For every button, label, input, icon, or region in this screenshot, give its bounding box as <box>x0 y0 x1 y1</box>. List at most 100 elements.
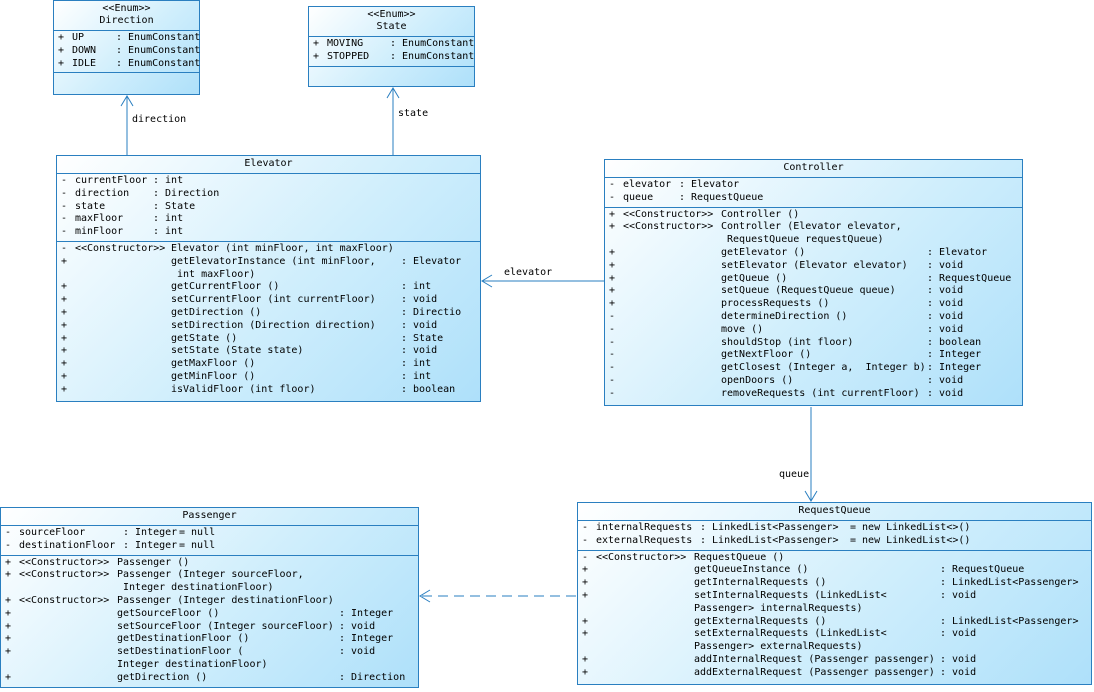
operation-row[interactable]: +addInternalRequest (Passenger passenger… <box>578 654 1091 667</box>
visibility-symbol: - <box>609 310 616 322</box>
operation-return-type: : boolean <box>927 336 982 348</box>
attribute-row[interactable]: +DOWN: EnumConstant <box>54 45 200 58</box>
attribute-type: : Direction <box>153 187 220 199</box>
operation-row[interactable]: +getInternalRequests (): LinkedList<Pass… <box>578 577 1091 590</box>
operation-row[interactable]: -move (): void <box>605 324 1022 337</box>
operation-return-type: : void <box>927 374 964 386</box>
operation-signature: setState (State state) <box>171 345 304 357</box>
operation-row[interactable]: -openDoors (): void <box>605 375 1022 388</box>
class-name: Controller <box>783 162 844 173</box>
attribute-row[interactable]: -direction : Direction <box>57 188 480 201</box>
operation-row[interactable]: +getMaxFloor (): int <box>57 358 480 371</box>
direction-enum-box[interactable]: <<Enum>> Direction +UP: EnumConstant+DOW… <box>53 0 200 95</box>
operation-signature: Passenger (Integer destinationFloor) <box>117 594 334 606</box>
visibility-symbol: + <box>61 306 68 318</box>
operation-row[interactable]: +isValidFloor (int floor): boolean <box>57 384 480 397</box>
attribute-row[interactable]: -externalRequests: LinkedList<Passenger>… <box>578 535 1091 548</box>
operation-row[interactable]: +getQueue (): RequestQueue <box>605 273 1022 286</box>
attribute-row[interactable]: -state: State <box>57 201 480 214</box>
operation-row[interactable]: -getClosest (Integer a, Integer b): Inte… <box>605 362 1022 375</box>
visibility-symbol: - <box>609 349 616 361</box>
operation-row[interactable]: Passenger> internalRequests) <box>578 603 1091 616</box>
operation-row[interactable]: +getState (): State <box>57 333 480 346</box>
operation-row[interactable]: int maxFloor) <box>57 269 480 282</box>
stereotype-label: <<Enum>> <box>367 9 416 20</box>
attribute-row[interactable]: +STOPPED: EnumConstant <box>309 51 474 64</box>
operation-row[interactable]: -getNextFloor (): Integer <box>605 349 1022 362</box>
operation-row[interactable]: +getDirection (): Direction <box>57 307 480 320</box>
attribute-row[interactable]: -minFloor: int <box>57 226 480 239</box>
attribute-row[interactable]: -sourceFloor: Integer= null <box>1 527 418 540</box>
attribute-row[interactable]: +MOVING: EnumConstant <box>309 38 474 51</box>
operation-row[interactable]: +setSourceFloor (Integer sourceFloor): v… <box>1 621 418 634</box>
operation-row[interactable]: +setExternalRequests (LinkedList<: void <box>578 628 1091 641</box>
attribute-type: : int <box>153 175 184 186</box>
operation-row[interactable]: -shouldStop (int floor): boolean <box>605 337 1022 350</box>
operation-row[interactable]: +getElevatorInstance (int minFloor,: Ele… <box>57 256 480 269</box>
attribute-type: : EnumConstant <box>116 57 201 69</box>
operation-stereotype <box>623 337 721 350</box>
operation-row[interactable]: +getElevator (): Elevator <box>605 247 1022 260</box>
operation-row[interactable]: +getExternalRequests (): LinkedList<Pass… <box>578 616 1091 629</box>
operation-row[interactable]: Integer destinationFloor) <box>1 582 418 595</box>
operation-stereotype: <<Constructor>> <box>623 221 714 233</box>
operation-row[interactable]: +<<Constructor>>Passenger (Integer sourc… <box>1 569 418 582</box>
operation-row[interactable]: +addExternalRequest (Passenger passenger… <box>578 667 1091 680</box>
operation-row[interactable]: +processRequests (): void <box>605 298 1022 311</box>
attribute-row[interactable]: +UP: EnumConstant <box>54 32 200 45</box>
operation-return-type: : Direction <box>401 306 461 318</box>
attribute-row[interactable]: -queue: RequestQueue <box>605 192 1022 205</box>
operation-return-type <box>927 234 1017 247</box>
operation-row[interactable]: +getDestinationFloor (): Integer <box>1 633 418 646</box>
operation-row[interactable]: +<<Constructor>>Passenger (Integer desti… <box>1 595 418 608</box>
operation-row[interactable]: +getSourceFloor (): Integer <box>1 608 418 621</box>
operation-row[interactable]: Passenger> externalRequests) <box>578 641 1091 654</box>
operation-return-type: : void <box>401 345 438 357</box>
operation-row[interactable]: +setInternalRequests (LinkedList<: void <box>578 590 1091 603</box>
operation-row[interactable]: +setDirection (Direction direction): voi… <box>57 320 480 333</box>
operation-row[interactable]: Integer destinationFloor) <box>1 659 418 672</box>
operation-row[interactable]: +getMinFloor (): int <box>57 371 480 384</box>
attribute-type: : LinkedList<Passenger> <box>700 534 839 546</box>
attribute-row[interactable]: -destinationFloor: Integer= null <box>1 540 418 553</box>
operation-row[interactable]: +<<Constructor>>Passenger () <box>1 557 418 570</box>
attribute-row[interactable]: -maxFloor: int <box>57 213 480 226</box>
passenger-class-box[interactable]: Passenger -sourceFloor: Integer= null-de… <box>0 507 419 688</box>
attribute-row[interactable]: +IDLE: EnumConstant <box>54 58 200 71</box>
operation-row[interactable]: -<<Constructor>>RequestQueue () <box>578 552 1091 565</box>
attribute-name: direction <box>75 187 130 199</box>
visibility-symbol: + <box>582 577 589 589</box>
requestqueue-class-box[interactable]: RequestQueue -internalRequests: LinkedLi… <box>577 502 1092 685</box>
operation-row[interactable]: RequestQueue requestQueue) <box>605 234 1022 247</box>
attribute-row[interactable]: -internalRequests: LinkedList<Passenger>… <box>578 522 1091 535</box>
operation-row[interactable]: +setDestinationFloor (: void <box>1 646 418 659</box>
visibility-symbol: + <box>61 358 68 370</box>
operation-signature: RequestQueue requestQueue) <box>721 234 884 246</box>
operation-row[interactable]: +getDirection (): Direction <box>1 672 418 685</box>
operation-stereotype <box>623 298 721 311</box>
operation-signature: isValidFloor (int floor) <box>171 383 316 395</box>
operation-row[interactable]: +getCurrentFloor (): int <box>57 281 480 294</box>
operation-stereotype <box>596 628 694 641</box>
operation-row[interactable]: -<<Constructor>>Elevator (int minFloor, … <box>57 243 480 256</box>
operation-row[interactable]: +<<Constructor>>Controller (Elevator ele… <box>605 221 1022 234</box>
operation-stereotype <box>623 388 721 401</box>
operation-row[interactable]: -removeRequests (int currentFloor): void <box>605 388 1022 401</box>
attributes-section: +MOVING: EnumConstant+STOPPED: EnumConst… <box>309 37 474 67</box>
operation-row[interactable]: +setQueue (RequestQueue queue): void <box>605 285 1022 298</box>
operation-row[interactable]: +setElevator (Elevator elevator): void <box>605 260 1022 273</box>
operation-stereotype: <<Constructor>> <box>623 208 714 220</box>
operation-row[interactable]: -determineDirection (): void <box>605 311 1022 324</box>
attribute-row[interactable]: -currentFloor: int <box>57 175 480 188</box>
operation-return-type: : int <box>401 281 432 293</box>
attribute-row[interactable]: -elevator: Elevator <box>605 179 1022 192</box>
operation-row[interactable]: +setState (State state): void <box>57 345 480 358</box>
operation-row[interactable]: +getQueueInstance (): RequestQueue <box>578 564 1091 577</box>
visibility-symbol: - <box>61 187 68 199</box>
operation-row[interactable]: +<<Constructor>>Controller () <box>605 209 1022 222</box>
elevator-class-box[interactable]: Elevator -currentFloor: int-direction: D… <box>56 155 481 402</box>
controller-class-box[interactable]: Controller -elevator: Elevator-queue: Re… <box>604 159 1023 406</box>
state-enum-box[interactable]: <<Enum>> State +MOVING: EnumConstant+STO… <box>308 6 475 87</box>
operation-row[interactable]: +setCurrentFloor (int currentFloor): voi… <box>57 294 480 307</box>
operation-return-type: : void <box>401 294 438 306</box>
